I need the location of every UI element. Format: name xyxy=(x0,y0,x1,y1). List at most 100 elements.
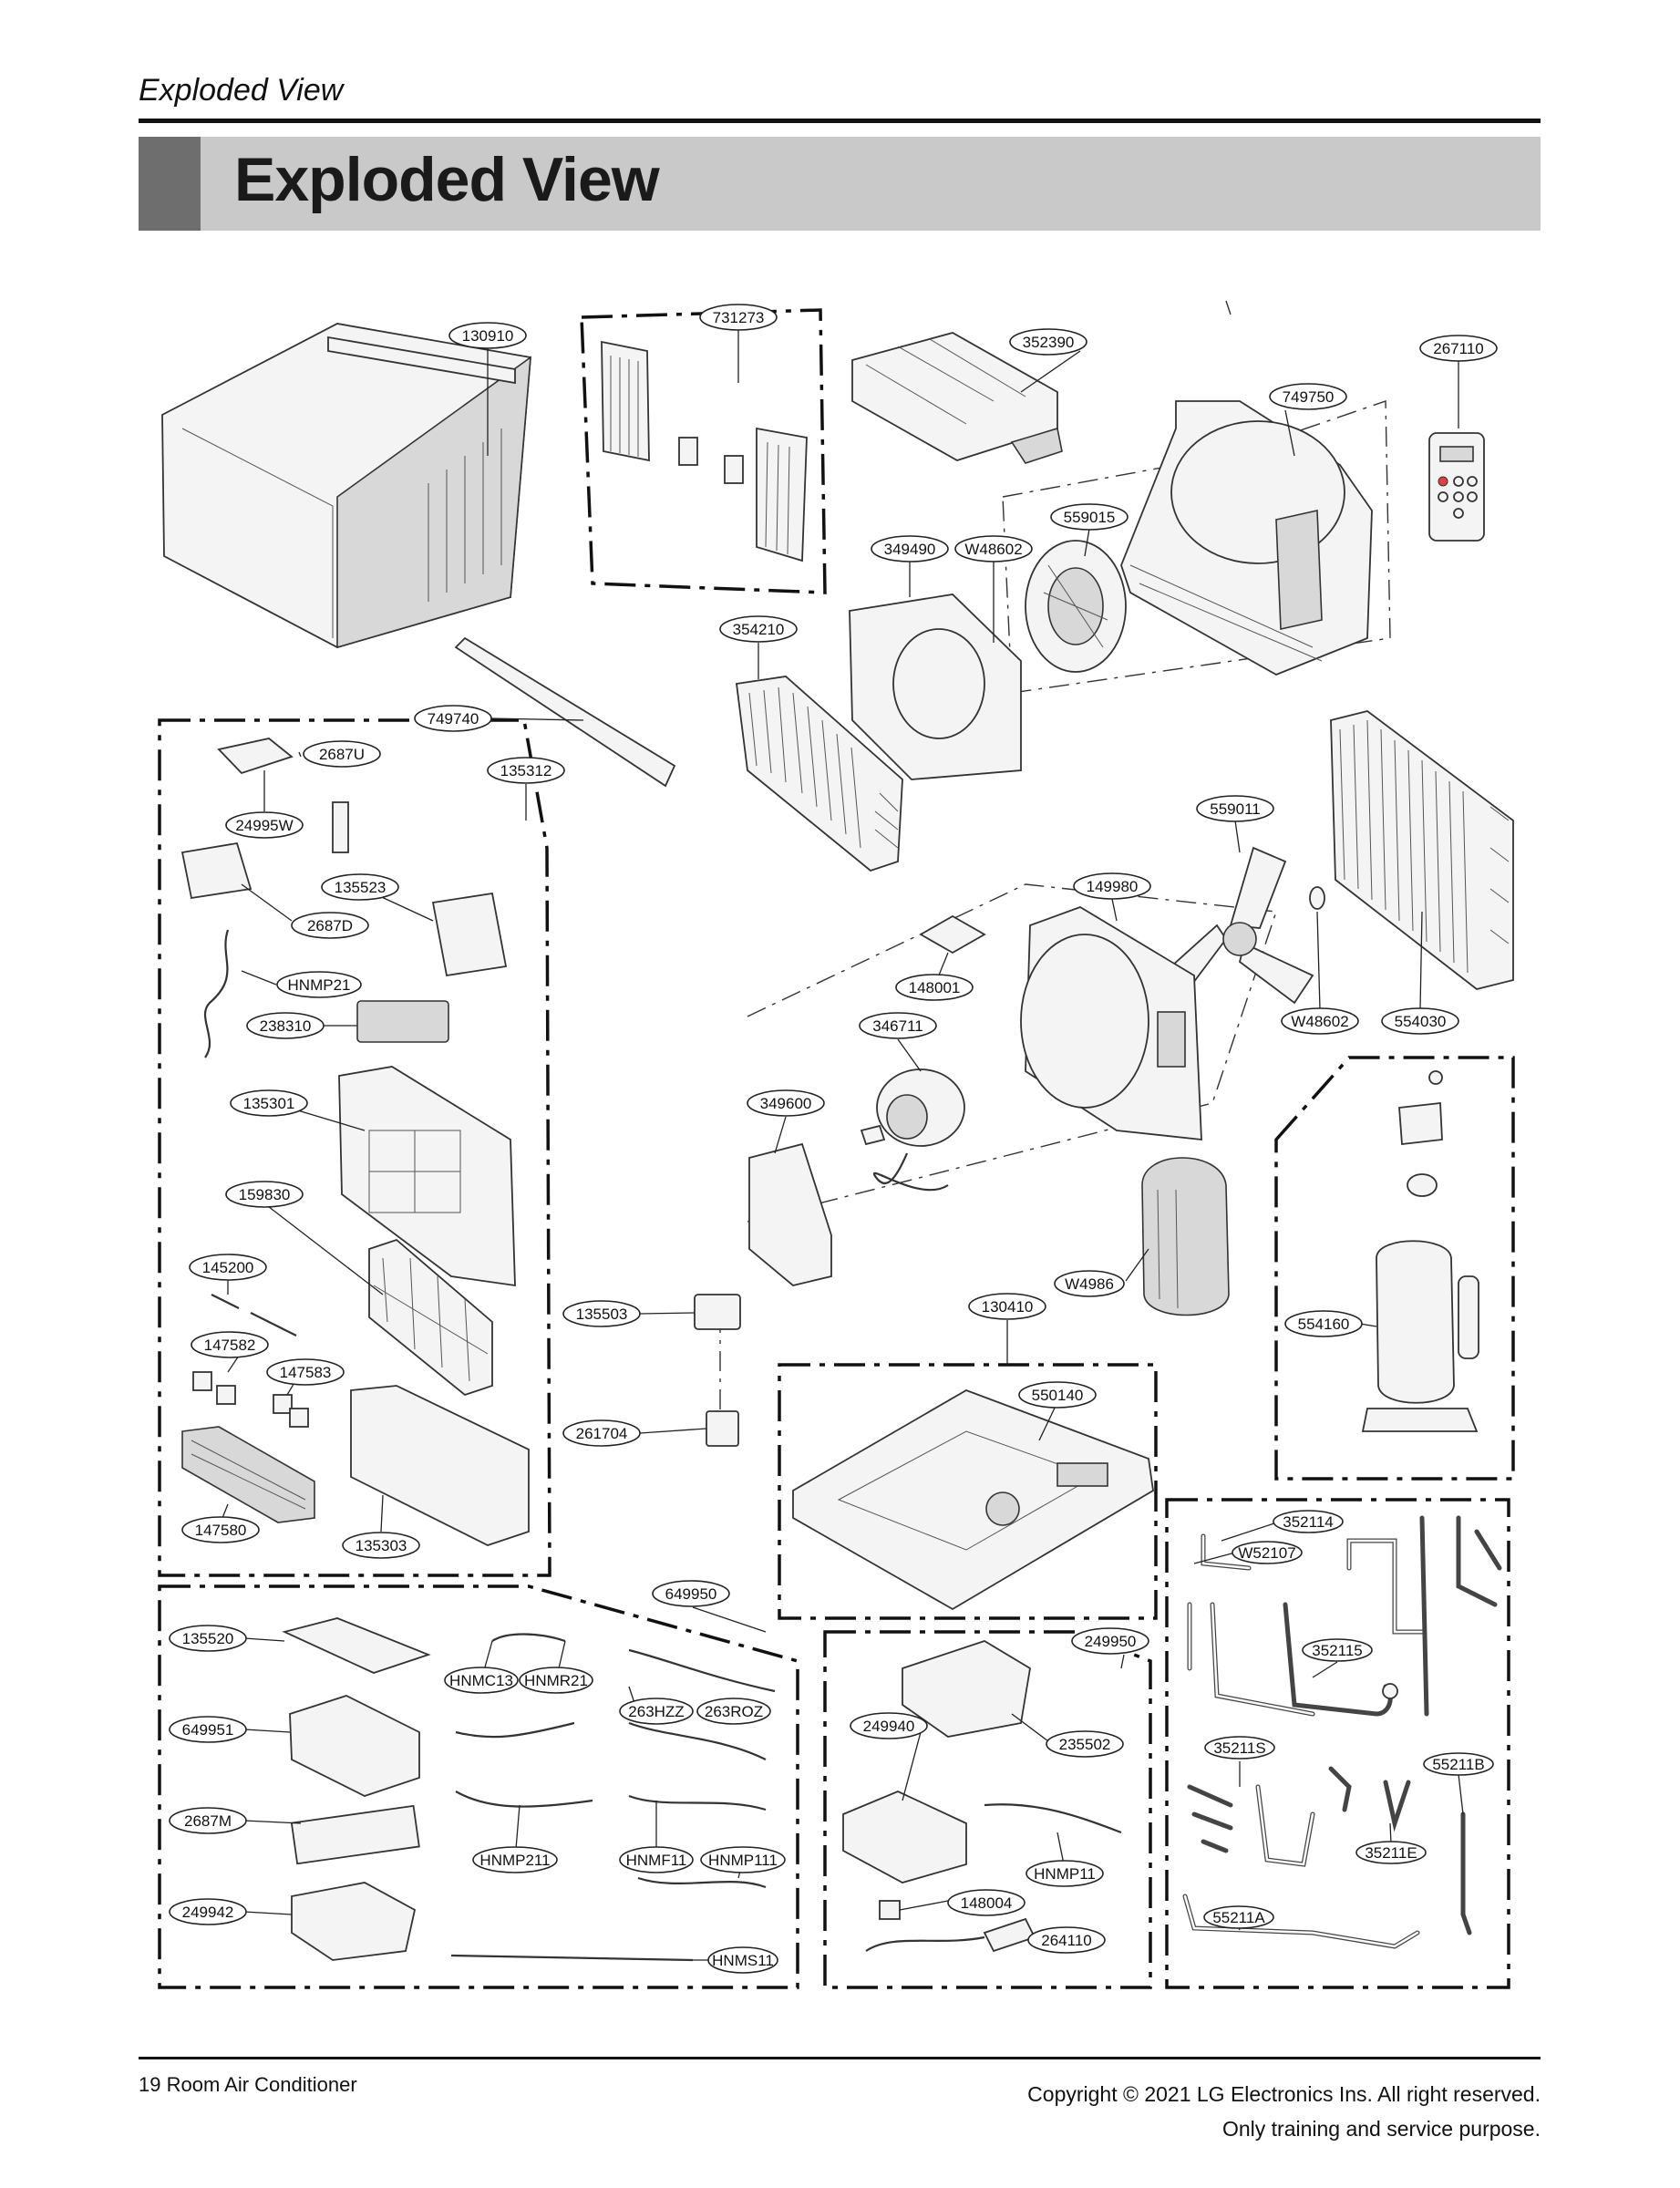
callout-159830: 159830 xyxy=(225,1181,304,1208)
svg-text:135312: 135312 xyxy=(500,762,552,779)
svg-text:130410: 130410 xyxy=(982,1298,1034,1316)
svg-text:147582: 147582 xyxy=(204,1337,256,1354)
callout-hnmp11: HNMP11 xyxy=(1026,1860,1104,1887)
svg-text:235502: 235502 xyxy=(1059,1736,1111,1753)
callout-559015: 559015 xyxy=(1050,503,1129,531)
callout-2687m: 2687M xyxy=(169,1807,247,1834)
svg-text:2687U: 2687U xyxy=(319,746,365,763)
callout-24995w: 24995W xyxy=(225,811,304,839)
e-box-cover-part xyxy=(902,1640,1031,1738)
svg-text:147583: 147583 xyxy=(280,1364,332,1381)
svg-text:731273: 731273 xyxy=(713,309,765,326)
remote-control-part xyxy=(1428,432,1485,542)
svg-text:749740: 749740 xyxy=(428,710,479,728)
svg-text:130910: 130910 xyxy=(462,327,514,345)
barrier-part xyxy=(1120,400,1373,676)
svg-text:HNMC13: HNMC13 xyxy=(449,1672,513,1689)
callout-649950: 649950 xyxy=(652,1580,730,1607)
svg-text:554030: 554030 xyxy=(1395,1013,1447,1030)
callout-354210: 354210 xyxy=(719,615,798,643)
evaporator-part xyxy=(735,676,903,872)
page-title: Exploded View xyxy=(234,145,660,214)
callout-261704: 261704 xyxy=(562,1419,641,1447)
parts xyxy=(161,323,1514,1962)
callout-130910: 130910 xyxy=(448,322,527,349)
callout-263roz: 263ROZ xyxy=(696,1698,771,1725)
callout-hnmf11: HNMF11 xyxy=(619,1846,694,1873)
callout-238310: 238310 xyxy=(246,1012,325,1039)
callout-55211b: 55211B xyxy=(1423,1752,1494,1776)
callout-hnmp21: HNMP21 xyxy=(276,971,362,998)
svg-text:249942: 249942 xyxy=(182,1904,234,1921)
relay-part xyxy=(879,1900,901,1920)
svg-text:HNMP11: HNMP11 xyxy=(1034,1865,1096,1883)
footer-rule xyxy=(139,2057,1541,2059)
frame-control-box-group xyxy=(158,1584,799,1989)
callout-labels: 130910 731273 352390 267110 749750 55901… xyxy=(169,304,1498,1974)
svg-text:238310: 238310 xyxy=(260,1017,312,1035)
callout-263hzz: 263HZZ xyxy=(619,1698,694,1725)
display-pcb-part xyxy=(356,1000,449,1043)
svg-text:354210: 354210 xyxy=(733,621,785,638)
svg-text:135303: 135303 xyxy=(356,1537,407,1554)
svg-text:147580: 147580 xyxy=(195,1522,247,1539)
svg-text:349600: 349600 xyxy=(760,1095,812,1112)
callout-554030: 554030 xyxy=(1381,1007,1459,1035)
callout-2687d: 2687D xyxy=(291,912,369,939)
harness-hnmp21-part xyxy=(204,929,230,1058)
callout-559011: 559011 xyxy=(1196,795,1274,822)
frame-compressor-group xyxy=(1274,1056,1515,1481)
thermistor-part xyxy=(332,801,349,853)
svg-text:2687M: 2687M xyxy=(184,1812,232,1830)
callout-w52107: W52107 xyxy=(1232,1541,1303,1564)
copyright-line: Copyright © 2021 LG Electronics Ins. All… xyxy=(1027,2082,1541,2106)
svg-text:135520: 135520 xyxy=(182,1630,234,1647)
svg-text:135503: 135503 xyxy=(576,1306,628,1323)
e-box-case-part xyxy=(842,1791,967,1884)
svg-text:349490: 349490 xyxy=(884,541,936,558)
control-box-cover-part xyxy=(282,1617,431,1674)
callout-hnmr21: HNMR21 xyxy=(519,1667,593,1694)
callout-749740: 749740 xyxy=(414,705,492,732)
svg-text:HNMS11: HNMS11 xyxy=(712,1952,774,1969)
svg-text:267110: 267110 xyxy=(1433,340,1483,357)
callout-135301: 135301 xyxy=(230,1089,308,1117)
motor-bracket-part xyxy=(919,914,986,955)
footer-page-label: 19 Room Air Conditioner xyxy=(139,2073,357,2096)
svg-text:55211B: 55211B xyxy=(1432,1756,1484,1773)
svg-text:554160: 554160 xyxy=(1298,1316,1350,1333)
svg-text:148001: 148001 xyxy=(909,979,961,996)
callout-148001: 148001 xyxy=(895,974,974,1001)
callout-35211s: 35211S xyxy=(1204,1736,1275,1760)
callout-749750: 749750 xyxy=(1269,383,1347,410)
svg-text:263HZZ: 263HZZ xyxy=(628,1703,684,1720)
harness-hnmf11-part xyxy=(628,1794,767,1811)
svg-text:263ROZ: 263ROZ xyxy=(705,1703,763,1720)
hinge-parts xyxy=(192,1371,309,1428)
svg-text:HNMP21: HNMP21 xyxy=(288,976,351,994)
svg-text:159830: 159830 xyxy=(239,1186,291,1203)
harness-hnmc13-part xyxy=(491,1633,566,1643)
svg-text:24995W: 24995W xyxy=(235,817,293,834)
svg-text:W4986: W4986 xyxy=(1065,1275,1114,1293)
callout-135523: 135523 xyxy=(321,873,399,901)
callout-135312: 135312 xyxy=(487,757,565,784)
air-filter-part xyxy=(368,1238,493,1397)
svg-text:55211A: 55211A xyxy=(1212,1909,1265,1926)
harness-263hzz-part xyxy=(628,1648,776,1693)
condenser-part xyxy=(1330,710,1514,990)
callout-147580: 147580 xyxy=(181,1516,260,1543)
section-header: Exploded View xyxy=(139,73,344,108)
callout-550140: 550140 xyxy=(1018,1381,1097,1409)
callout-55211a: 55211A xyxy=(1203,1905,1274,1929)
callout-264110: 264110 xyxy=(1027,1926,1106,1954)
air-guide-part xyxy=(851,332,1063,464)
harness-hnms11-part xyxy=(450,1954,694,1962)
callout-hnmc13: HNMC13 xyxy=(444,1667,519,1694)
callout-hnmp111: HNMP111 xyxy=(700,1846,786,1873)
frame-electrical-box-group xyxy=(823,1630,1152,1989)
callout-346711: 346711 xyxy=(859,1012,937,1039)
svg-text:2687D: 2687D xyxy=(307,917,353,934)
transformer-part xyxy=(706,1410,739,1447)
main-pcb-part xyxy=(290,1804,420,1865)
